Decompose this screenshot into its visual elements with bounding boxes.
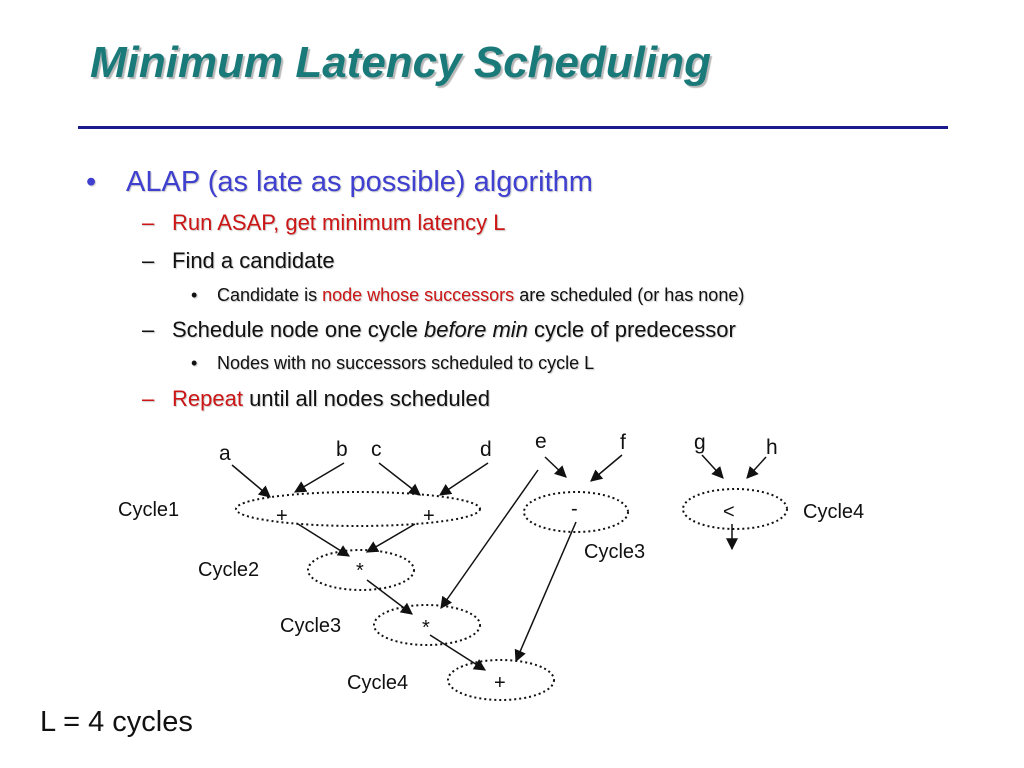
op-mul1-label: *	[356, 560, 364, 582]
edge-h-lt	[746, 456, 767, 479]
subbullet-find-candidate: – Find a candidate	[142, 248, 335, 274]
input-b-label: b	[336, 438, 348, 461]
subbullet-schedule: – Schedule node one cycle before min cyc…	[142, 317, 736, 343]
cycle1-ellipse	[235, 491, 481, 527]
lt-ellipse	[682, 488, 788, 530]
edge-e-sub	[544, 456, 567, 478]
edge-add1-mul1	[297, 523, 351, 557]
dash-marker: –	[142, 317, 155, 342]
subsubbullet-candidate: • Candidate is node whose successors are…	[191, 285, 745, 306]
subbullet-run-asap-text: Run ASAP, get minimum latency L	[172, 210, 506, 235]
input-d-label: d	[480, 438, 492, 461]
schedule-prefix: Schedule node one cycle	[172, 317, 424, 342]
op-add3-label: +	[494, 672, 506, 694]
sub-ellipse	[523, 491, 629, 533]
op-sub-label: -	[571, 498, 578, 520]
input-c-label: c	[371, 438, 382, 461]
schedule-suffix: cycle of predecessor	[527, 317, 736, 342]
repeat-suffix: until all nodes scheduled	[242, 386, 491, 411]
cycle4-right-label: Cycle4	[803, 501, 864, 523]
repeat-highlight: Repeat	[172, 386, 243, 411]
edge-b-add1	[293, 462, 345, 493]
edge-a-add1	[231, 464, 271, 498]
edge-mul2-add3	[429, 634, 487, 671]
cycle4-left-label: Cycle4	[347, 672, 408, 694]
slide-title: Minimum Latency Scheduling	[90, 38, 711, 87]
edge-add2-mul1	[365, 523, 416, 553]
input-h-label: h	[766, 436, 778, 459]
bullet-marker: •	[191, 285, 198, 305]
title-divider	[78, 126, 948, 129]
bullet-marker: •	[86, 166, 97, 198]
input-g-label: g	[694, 431, 706, 454]
candidate-suffix: are scheduled (or has none)	[514, 285, 745, 305]
edge-f-sub	[590, 454, 623, 482]
input-a-label: a	[219, 442, 231, 465]
edge-sub-add3	[514, 521, 577, 663]
subbullet-find-candidate-text: Find a candidate	[172, 248, 335, 273]
candidate-prefix: Candidate is	[217, 285, 323, 305]
mul2-ellipse	[373, 604, 481, 646]
subbullet-repeat: – Repeat until all nodes scheduled	[142, 386, 491, 412]
cycle3-left-label: Cycle3	[280, 615, 341, 637]
schedule-emphasis: before min	[423, 317, 528, 342]
edge-g-lt	[701, 454, 724, 479]
input-e-label: e	[535, 430, 547, 453]
subbullet-run-asap: – Run ASAP, get minimum latency L	[142, 210, 506, 236]
bullet-marker: •	[191, 353, 198, 373]
dash-marker: –	[142, 386, 155, 411]
edge-c-add2	[378, 462, 421, 496]
edge-mul1-mul2	[366, 579, 413, 615]
subsubbullet-no-successors: • Nodes with no successors scheduled to …	[191, 353, 595, 374]
input-f-label: f	[620, 431, 626, 454]
no-successors-text: Nodes with no successors scheduled to cy…	[217, 353, 595, 373]
op-add1-label: +	[276, 505, 288, 527]
dash-marker: –	[142, 248, 155, 273]
edge-e-mul2	[440, 469, 539, 609]
cycle1-label: Cycle1	[118, 499, 179, 521]
dash-marker: –	[142, 210, 155, 235]
bullet-alap-text: ALAP (as late as possible) algorithm	[126, 166, 593, 198]
op-mul2-label: *	[422, 617, 430, 639]
bullet-alap: • ALAP (as late as possible) algorithm	[86, 166, 593, 199]
add3-ellipse	[447, 659, 555, 701]
op-add2-label: +	[423, 505, 435, 527]
candidate-highlight: node whose successors	[322, 285, 515, 305]
op-lt-label: <	[723, 501, 735, 523]
cycle2-label: Cycle2	[198, 559, 259, 581]
cycle3-right-label: Cycle3	[584, 541, 645, 563]
edge-d-add2	[439, 462, 489, 496]
mul1-ellipse	[307, 549, 415, 591]
latency-result: L = 4 cycles	[40, 706, 193, 738]
